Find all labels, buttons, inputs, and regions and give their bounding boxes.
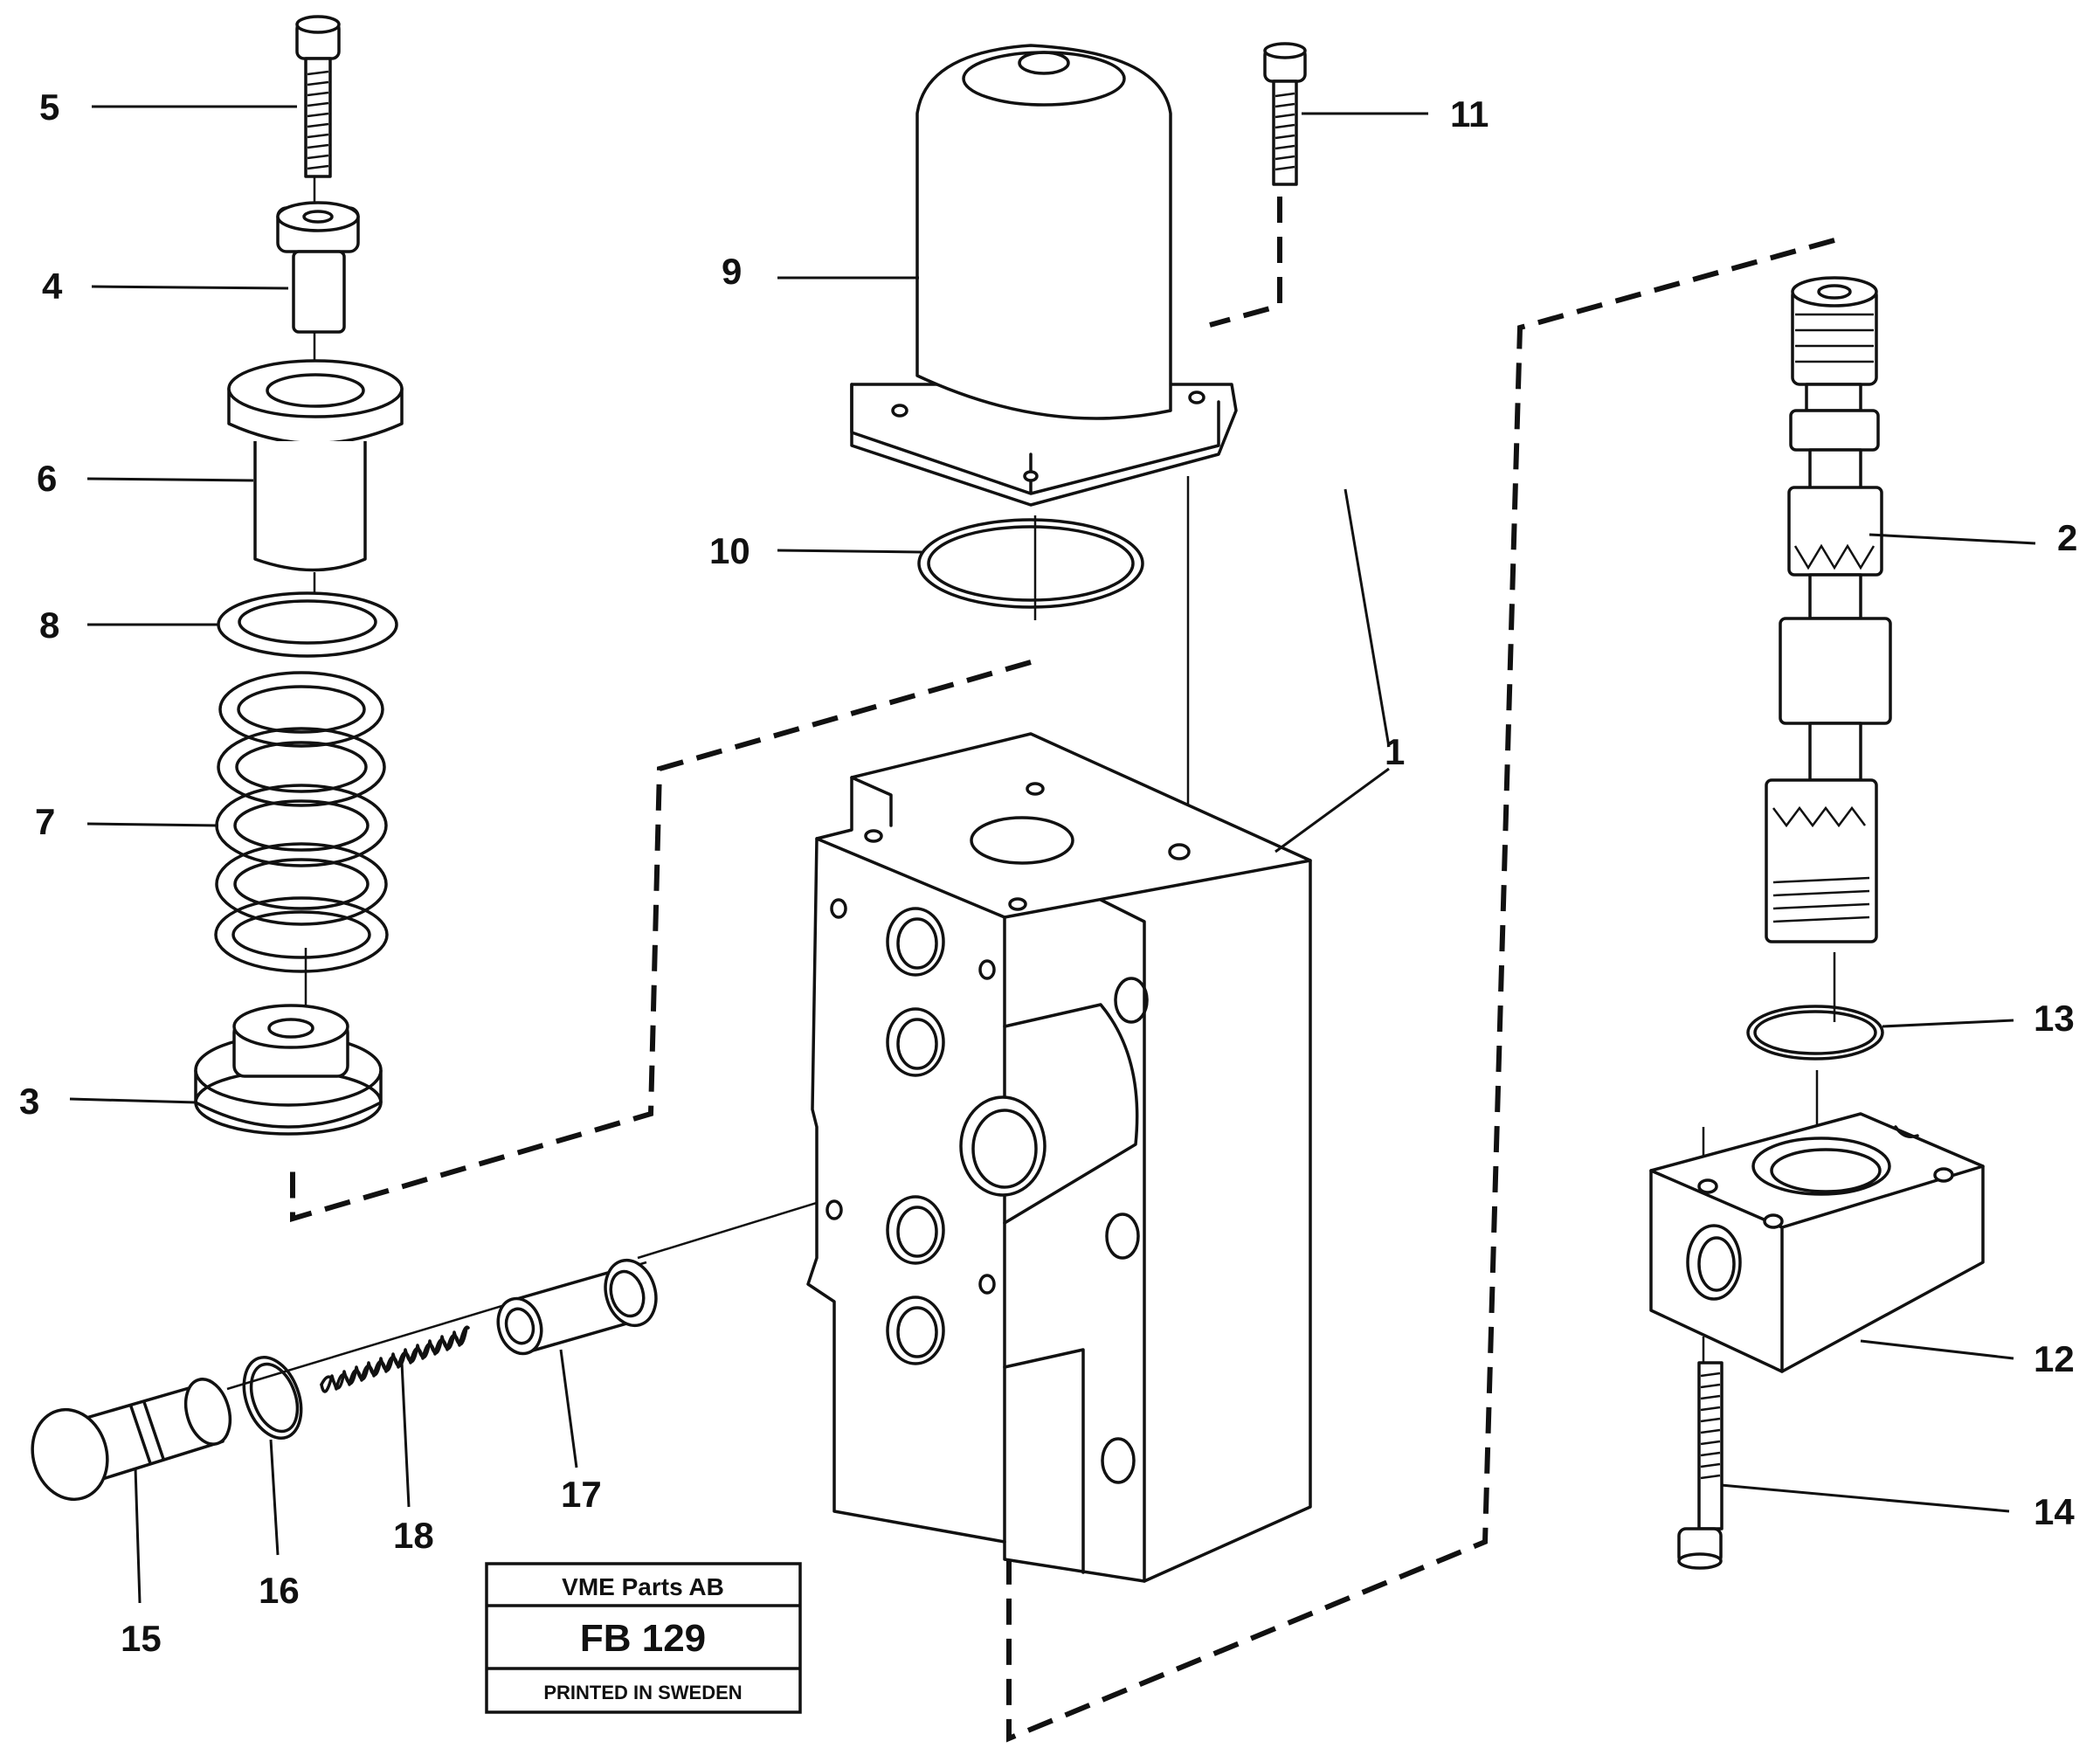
solenoid-9: [850, 44, 1238, 507]
block-12: [1649, 1112, 1985, 1373]
callout-7: 7: [35, 801, 55, 842]
bolt-5: [295, 15, 341, 178]
callout-3: 3: [19, 1081, 39, 1122]
valve-housing-1: [806, 732, 1312, 1583]
spring-18: [320, 1325, 470, 1393]
callout-10: 10: [709, 530, 750, 571]
bolt-11: [1263, 42, 1307, 186]
sleeve-6: [227, 359, 404, 572]
callout-4: 4: [42, 266, 63, 307]
leader-lines: [69, 105, 2036, 1604]
spring-7: [214, 671, 389, 973]
callout-11: 11: [1450, 93, 1489, 135]
piston-3: [194, 1004, 383, 1136]
callout-18: 18: [393, 1515, 434, 1556]
callout-15: 15: [121, 1618, 162, 1659]
callout-1: 1: [1385, 731, 1405, 772]
title-block: VME Parts AB FB 129 PRINTED IN SWEDEN: [485, 1562, 802, 1714]
spring-seat-4: [276, 201, 360, 334]
callout-labels: 5 4 6 8 7 3 9 10 11 1 2 13 12 14 15 16 1…: [19, 86, 2077, 1659]
spool-2: [1765, 276, 1892, 943]
plug-15: [31, 1378, 232, 1502]
assembly-dash-bolt11: [1209, 197, 1282, 328]
o-ring-10: [917, 518, 1144, 609]
callout-14: 14: [2034, 1491, 2075, 1532]
washer-8: [217, 591, 398, 658]
callout-9: 9: [722, 251, 742, 292]
title-block-printed: PRINTED IN SWEDEN: [543, 1682, 742, 1703]
o-ring-13: [1746, 1005, 1884, 1061]
assembly-dash-left: [290, 660, 1032, 1223]
callout-16: 16: [259, 1570, 300, 1611]
title-block-company: VME Parts AB: [562, 1573, 724, 1600]
callout-6: 6: [37, 458, 57, 499]
callout-17: 17: [561, 1474, 602, 1515]
assembly-dash-right: [1006, 238, 1835, 1743]
o-ring-16: [242, 1355, 303, 1441]
callout-5: 5: [39, 86, 59, 128]
callout-13: 13: [2034, 998, 2075, 1039]
title-block-code: FB 129: [580, 1617, 706, 1660]
callout-2: 2: [2057, 517, 2077, 558]
callout-12: 12: [2034, 1338, 2075, 1379]
callout-8: 8: [39, 605, 59, 646]
bolt-14: [1677, 1361, 1724, 1570]
sleeve-17: [496, 1258, 658, 1356]
